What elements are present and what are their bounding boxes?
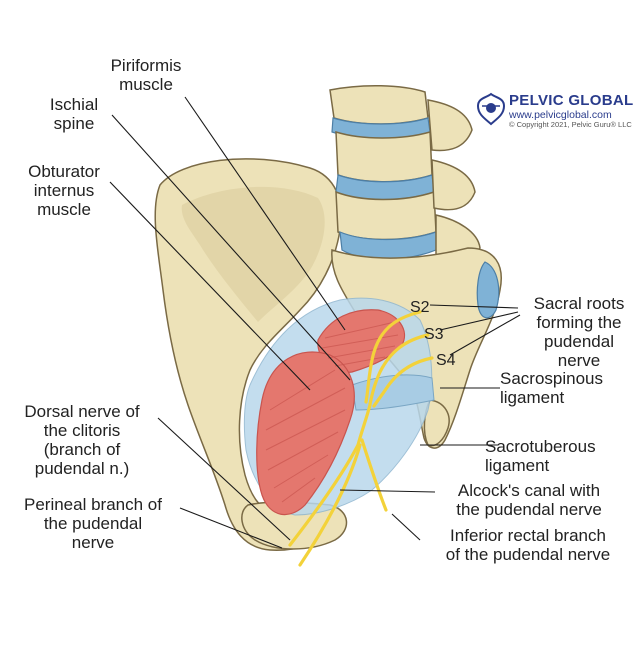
muscle-fiber-stripe	[334, 356, 386, 367]
leader-dorsal-nerve	[157, 417, 291, 541]
obturator-internus-muscle-shape	[256, 351, 355, 516]
leader-sacral-s3	[439, 311, 519, 331]
label-s4: S4	[436, 352, 456, 369]
leader-sacral-s4	[449, 314, 521, 356]
leader-piriformis	[184, 96, 346, 331]
ilium-inner-fossa	[181, 186, 325, 322]
leader-ischial-spine	[111, 114, 351, 381]
spinous-processes	[427, 99, 481, 261]
s4-root	[372, 356, 434, 408]
leader-obturator	[109, 181, 311, 391]
muscle-fiber-stripe	[273, 454, 329, 489]
sacroiliac-joint	[476, 261, 500, 319]
lumbar-vertebra-2	[335, 130, 433, 183]
lumbar-vertebra-3	[335, 190, 437, 241]
muscle-fiber-stripe	[327, 345, 396, 359]
logo-url: www.pelvicglobal.com	[509, 109, 612, 121]
label-piriformis-muscle: Piriformis muscle	[110, 56, 182, 94]
label-ischial-spine: Ischial spine	[49, 95, 99, 133]
muscle-fiber-stripe	[269, 369, 336, 411]
inferior-rectal-nerve-branch	[360, 438, 388, 512]
leader-perineal	[179, 507, 283, 549]
leader-sacral-s2	[429, 304, 519, 309]
muscle-fiber-stripe	[265, 409, 346, 451]
label-alcocks-canal: Alcock's canal with the pudendal nerve	[456, 481, 602, 519]
muscle-fiber-stripe	[281, 477, 316, 503]
leader-alcocks	[339, 489, 436, 493]
muscle-fiber-stripe	[265, 387, 346, 431]
leader-inferior-rectal	[391, 513, 421, 541]
pudendal-nerve-fibers	[288, 310, 434, 567]
muscle-fiber-stripe	[267, 431, 339, 471]
pelvic-global-logo: PELVIC GLOBAL www.pelvicglobal.com © Cop…	[476, 92, 636, 132]
s3-root	[368, 333, 430, 406]
perineal-nerve-branch	[298, 443, 362, 567]
label-leader-lines	[109, 96, 521, 549]
pudendal-trunk	[356, 403, 372, 447]
label-sacrospinous-ligament: Sacrospinous ligament	[500, 369, 604, 407]
label-obturator-internus: Obturator internus muscle	[28, 162, 100, 219]
muscle-fiber-stripes	[265, 321, 399, 503]
logo-copyright: © Copyright 2021, Pelvic Guru® LLC	[509, 120, 632, 129]
dorsal-nerve-branch	[288, 443, 360, 547]
label-perineal-branch: Perineal branch of the pudendal nerve	[24, 495, 162, 552]
coccyx	[423, 399, 450, 447]
lumbar-vertebra-1	[329, 85, 429, 125]
muscle-fiber-stripe	[324, 321, 396, 339]
label-dorsal-nerve-clitoris: Dorsal nerve of the clitoris (branch of …	[24, 402, 140, 478]
logo-title: PELVIC GLOBAL	[509, 92, 634, 109]
label-inferior-rectal-branch: Inferior rectal branch of the pudendal n…	[445, 526, 611, 564]
label-s2: S2	[410, 299, 430, 316]
label-sacral-roots: Sacral roots forming the pudendal nerve	[533, 294, 625, 370]
label-sacrotuberous-ligament: Sacrotuberous ligament	[485, 437, 596, 475]
s2-root	[364, 310, 422, 404]
muscle-fiber-stripe	[321, 334, 399, 349]
label-s3: S3	[424, 326, 444, 343]
pelvis-logo-icon	[476, 92, 506, 126]
